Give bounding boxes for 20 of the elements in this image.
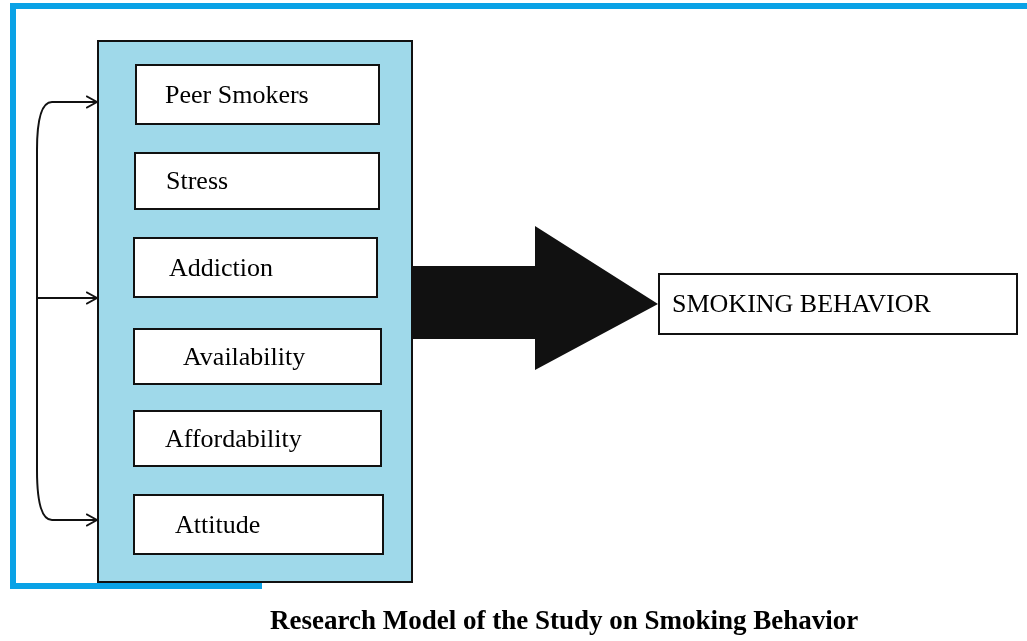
factor-box xyxy=(133,237,378,298)
label-text: SMOKING BEHAVIOR xyxy=(672,289,931,319)
arrow xyxy=(36,297,98,527)
outcome-box xyxy=(658,273,1018,335)
label-text: Attitude xyxy=(175,509,261,540)
arrow xyxy=(36,95,98,299)
factor-box xyxy=(133,328,382,385)
label-text: Affordability xyxy=(165,423,302,454)
factor-box xyxy=(133,410,382,467)
label-text: Peer Smokers xyxy=(165,79,309,110)
caption: Research Model of the Study on Smoking Behavior xyxy=(270,605,859,636)
factor-box xyxy=(133,494,384,555)
factor-box xyxy=(134,152,380,210)
block-arrow xyxy=(413,226,658,370)
label-text: Stress xyxy=(166,166,229,196)
label-text: Availability xyxy=(183,341,306,372)
factor-panel xyxy=(97,40,413,583)
label-text: Addiction xyxy=(169,252,273,283)
arrow xyxy=(36,291,98,305)
factor-box xyxy=(135,64,380,125)
